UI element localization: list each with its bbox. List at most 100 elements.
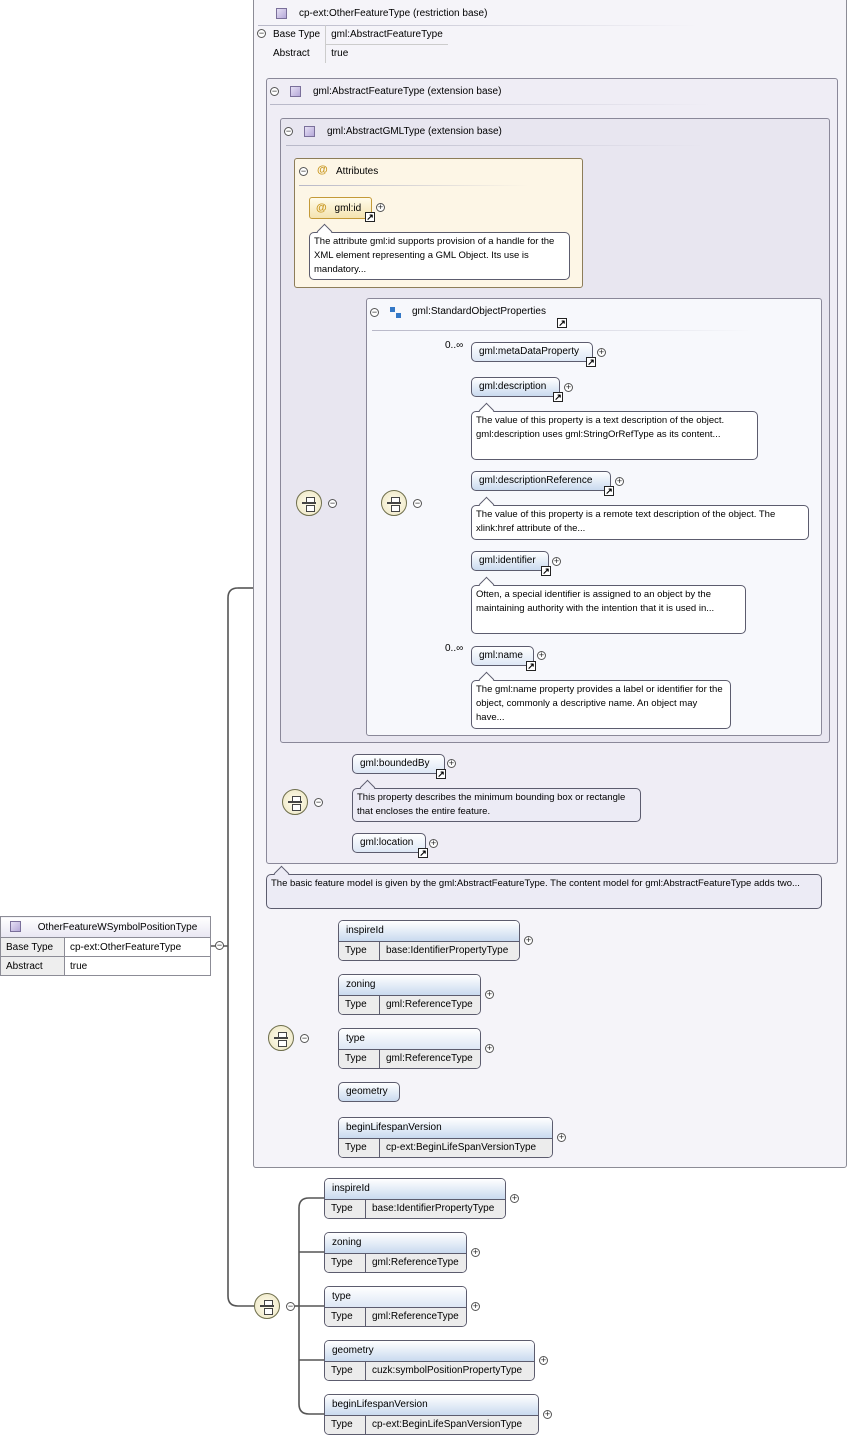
reference-link-icon[interactable]: ↗ bbox=[586, 357, 596, 367]
expand-toggle[interactable]: + bbox=[557, 1132, 566, 1142]
expand-toggle[interactable]: + bbox=[537, 650, 546, 660]
element-label: gml:name bbox=[479, 650, 523, 661]
base-type-label: Base Type bbox=[268, 25, 327, 44]
expand-toggle[interactable]: + bbox=[564, 382, 573, 392]
gml-id-attribute[interactable]: @ gml:id bbox=[309, 197, 372, 219]
expand-toggle[interactable]: + bbox=[485, 1043, 494, 1053]
collapse-toggle[interactable]: − bbox=[257, 28, 266, 38]
standard-props-title: gml:StandardObjectProperties bbox=[412, 306, 546, 317]
cardinality-label: 0..∞ bbox=[445, 643, 464, 654]
collapse-toggle[interactable]: − bbox=[284, 126, 293, 136]
expand-toggle[interactable]: + bbox=[524, 935, 533, 945]
collapse-toggle[interactable]: − bbox=[370, 307, 379, 317]
collapse-toggle[interactable]: − bbox=[413, 498, 422, 508]
element-geometry[interactable]: geometry bbox=[338, 1082, 400, 1102]
reference-link-icon[interactable]: ↗ bbox=[604, 486, 614, 496]
title-underline bbox=[286, 145, 706, 146]
expand-toggle[interactable]: + bbox=[376, 202, 385, 212]
cardinality-label: 0..∞ bbox=[445, 340, 464, 351]
type-value: base:IdentifierPropertyType bbox=[386, 945, 509, 956]
collapse-toggle[interactable]: − bbox=[215, 940, 224, 950]
expand-toggle[interactable]: + bbox=[447, 758, 456, 768]
element-gml-name[interactable]: gml:name bbox=[471, 646, 534, 666]
title-underline bbox=[372, 330, 752, 331]
base-type-value: gml:AbstractFeatureType bbox=[325, 25, 448, 45]
expand-toggle[interactable]: + bbox=[597, 347, 606, 357]
sequence-compositor-icon[interactable] bbox=[282, 789, 308, 815]
title-underline bbox=[299, 185, 529, 186]
expand-toggle[interactable]: + bbox=[615, 476, 624, 486]
expand-toggle[interactable]: + bbox=[471, 1247, 480, 1257]
type-label: Type bbox=[339, 1050, 380, 1068]
sequence-compositor-icon[interactable] bbox=[296, 490, 322, 516]
expand-toggle[interactable]: + bbox=[471, 1301, 480, 1311]
reference-link-icon[interactable]: ↗ bbox=[553, 392, 563, 402]
expand-toggle[interactable]: + bbox=[539, 1355, 548, 1365]
element-gml-descriptionreference[interactable]: gml:descriptionReference bbox=[471, 471, 611, 491]
element-gml-boundedby[interactable]: gml:boundedBy bbox=[352, 754, 445, 774]
complex-type-icon bbox=[290, 86, 301, 97]
root-type-name: OtherFeatureWSymbolPositionType bbox=[37, 921, 198, 933]
reference-link-icon[interactable]: ↗ bbox=[365, 212, 375, 222]
element-label: geometry bbox=[346, 1086, 388, 1097]
title-underline bbox=[270, 104, 710, 105]
type-value: gml:ReferenceType bbox=[386, 999, 473, 1010]
abstract-value: true bbox=[331, 48, 349, 60]
element-gml-metadataproperty[interactable]: gml:metaDataProperty bbox=[471, 342, 593, 362]
expand-toggle[interactable]: + bbox=[510, 1193, 519, 1203]
element-label: gml:location bbox=[360, 837, 414, 848]
type-label: Type bbox=[325, 1308, 366, 1326]
attribute-at-icon: @ bbox=[317, 164, 328, 176]
expand-toggle[interactable]: + bbox=[543, 1409, 552, 1419]
expand-toggle[interactable]: + bbox=[429, 838, 438, 848]
reference-link-icon[interactable]: ↗ bbox=[541, 566, 551, 576]
type-value: gml:ReferenceType bbox=[372, 1257, 459, 1268]
sequence-compositor-icon[interactable] bbox=[381, 490, 407, 516]
group-icon bbox=[390, 307, 402, 319]
collapse-toggle[interactable]: − bbox=[300, 1033, 309, 1043]
collapse-toggle[interactable]: − bbox=[286, 1301, 295, 1311]
type-value: cp-ext:BeginLifeSpanVersionType bbox=[386, 1142, 537, 1153]
abstract-label: Abstract bbox=[0, 956, 65, 976]
complex-type-icon bbox=[304, 126, 315, 137]
type-value: base:IdentifierPropertyType bbox=[372, 1203, 495, 1214]
collapse-toggle[interactable]: − bbox=[270, 86, 279, 96]
abstract-feature-note: The basic feature model is given by the … bbox=[266, 874, 822, 909]
attributes-title: Attributes bbox=[336, 166, 379, 177]
complex-type-icon bbox=[10, 921, 21, 933]
reference-link-icon[interactable]: ↗ bbox=[436, 769, 446, 779]
type-label: Type bbox=[339, 996, 380, 1014]
element-gml-identifier[interactable]: gml:identifier bbox=[471, 551, 549, 571]
restriction-props-table: Base Type gml:AbstractFeatureType Abstra… bbox=[268, 25, 448, 63]
abstract-label: Abstract bbox=[268, 44, 327, 63]
reference-link-icon[interactable]: ↗ bbox=[418, 848, 428, 858]
expand-toggle[interactable]: + bbox=[552, 556, 561, 566]
sequence-compositor-icon[interactable] bbox=[254, 1293, 280, 1319]
restriction-title: cp-ext:OtherFeatureType (restriction bas… bbox=[299, 8, 488, 19]
sequence-compositor-icon[interactable] bbox=[268, 1025, 294, 1051]
element-name: beginLifespanVersion bbox=[325, 1395, 538, 1416]
collapse-toggle[interactable]: − bbox=[299, 166, 308, 176]
collapse-toggle[interactable]: − bbox=[328, 498, 337, 508]
type-value: cp-ext:BeginLifeSpanVersionType bbox=[372, 1419, 523, 1430]
collapse-toggle[interactable]: − bbox=[314, 797, 323, 807]
element-label: gml:descriptionReference bbox=[479, 475, 593, 486]
type-label: Type bbox=[325, 1254, 366, 1272]
element-gml-description[interactable]: gml:description bbox=[471, 377, 560, 397]
reference-link-icon[interactable]: ↗ bbox=[557, 318, 567, 328]
description-reference-note: The value of this property is a remote t… bbox=[471, 505, 809, 540]
abstract-feature-title: gml:AbstractFeatureType (extension base) bbox=[313, 86, 502, 97]
element-name: beginLifespanVersion bbox=[339, 1118, 552, 1139]
reference-link-icon[interactable]: ↗ bbox=[526, 661, 536, 671]
element-gml-location[interactable]: gml:location bbox=[352, 833, 426, 853]
expand-toggle[interactable]: + bbox=[485, 989, 494, 999]
